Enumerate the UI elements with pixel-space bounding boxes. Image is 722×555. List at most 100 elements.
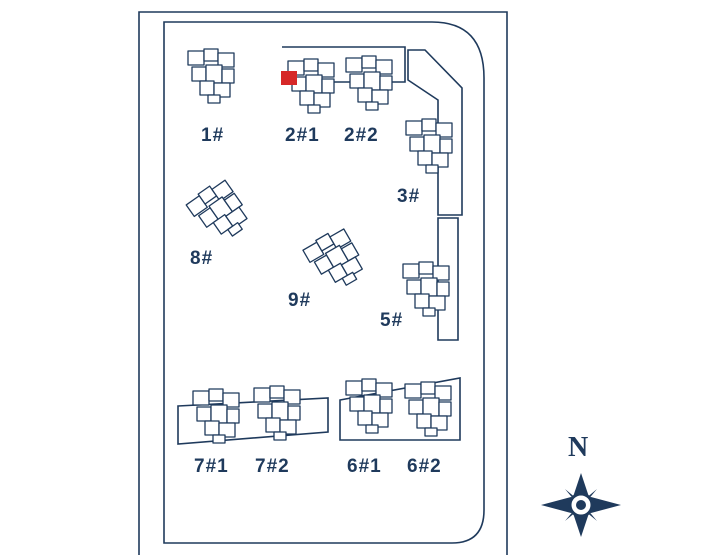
building-block xyxy=(204,420,220,436)
building-footprint[interactable] xyxy=(404,381,452,437)
building-block xyxy=(221,68,235,84)
building-block xyxy=(435,122,453,138)
building-block xyxy=(420,277,438,297)
building-label-5[interactable]: 5# xyxy=(380,310,404,331)
building-footprint[interactable] xyxy=(287,58,335,114)
building-block xyxy=(375,59,393,75)
building-block xyxy=(265,417,281,433)
building-block xyxy=(187,50,205,66)
building-block xyxy=(365,101,379,111)
building-label-2-1[interactable]: 2#1 xyxy=(285,125,320,146)
building-block xyxy=(357,410,373,426)
north-strip xyxy=(282,46,406,83)
building-footprint[interactable] xyxy=(187,48,235,104)
building-block xyxy=(222,392,240,408)
building-block xyxy=(417,150,433,166)
building-block xyxy=(428,295,446,311)
building-block xyxy=(363,394,381,414)
building-footprint[interactable] xyxy=(345,378,393,434)
building-block xyxy=(340,256,363,278)
building-block xyxy=(299,90,315,106)
building-block xyxy=(436,281,450,297)
building-block xyxy=(424,427,438,437)
building-block xyxy=(361,378,377,392)
building-block xyxy=(269,385,285,399)
building-block xyxy=(208,388,224,402)
inner-road xyxy=(163,21,485,544)
building-block xyxy=(257,403,273,419)
building-block xyxy=(191,66,207,82)
building-label-7-2[interactable]: 7#2 xyxy=(255,456,290,477)
building-block xyxy=(217,52,235,68)
building-block xyxy=(345,380,363,396)
building-block xyxy=(420,381,436,395)
building-block xyxy=(226,408,240,424)
building-block xyxy=(321,78,335,94)
building-block xyxy=(431,152,449,168)
building-footprint[interactable] xyxy=(345,55,393,111)
building-block xyxy=(273,431,287,441)
building-block xyxy=(379,398,393,414)
building-block xyxy=(196,406,212,422)
building-block xyxy=(199,80,215,96)
building-block xyxy=(430,415,448,431)
selected-unit-marker[interactable] xyxy=(281,71,297,85)
east-corridor xyxy=(407,49,463,216)
building-block xyxy=(305,74,323,94)
building-block xyxy=(218,422,236,438)
building-footprint[interactable] xyxy=(405,118,453,174)
building-block xyxy=(414,293,430,309)
building-footprint[interactable] xyxy=(192,388,240,444)
building-block xyxy=(227,221,243,237)
building-block xyxy=(303,58,319,72)
building-footprint[interactable] xyxy=(253,385,301,441)
building-block xyxy=(271,401,289,421)
building-block xyxy=(341,271,358,286)
building-label-6-2[interactable]: 6#2 xyxy=(407,456,442,477)
building-label-6-1[interactable]: 6#1 xyxy=(347,456,382,477)
building-label-2-2[interactable]: 2#2 xyxy=(344,125,379,146)
building-footprint[interactable] xyxy=(402,261,450,317)
building-block xyxy=(408,399,424,415)
building-block xyxy=(439,138,453,154)
building-block xyxy=(349,396,365,412)
building-label-8[interactable]: 8# xyxy=(190,248,214,269)
building-block xyxy=(421,118,437,132)
building-block xyxy=(307,104,321,114)
building-block xyxy=(406,279,422,295)
building-block xyxy=(349,73,365,89)
building-label-1[interactable]: 1# xyxy=(201,125,225,146)
compass-rose-icon xyxy=(541,473,621,537)
building-block xyxy=(357,87,373,103)
building-label-3[interactable]: 3# xyxy=(397,186,421,207)
building-block xyxy=(283,389,301,405)
north-label: N xyxy=(568,432,589,463)
building-block xyxy=(313,92,331,108)
building-block xyxy=(423,134,441,154)
building-block xyxy=(404,383,422,399)
building-block xyxy=(434,385,452,401)
building-block xyxy=(405,120,423,136)
building-block xyxy=(361,55,377,69)
building-label-9[interactable]: 9# xyxy=(288,290,312,311)
building-label-7-1[interactable]: 7#1 xyxy=(194,456,229,477)
building-block xyxy=(345,57,363,73)
building-block xyxy=(225,206,248,229)
building-block xyxy=(371,412,389,428)
building-block xyxy=(363,71,381,91)
building-block xyxy=(212,434,226,444)
site-boundary xyxy=(138,11,508,555)
building-footprint[interactable] xyxy=(302,225,369,295)
building-block xyxy=(365,424,379,434)
building-block xyxy=(203,48,219,62)
building-footprint[interactable] xyxy=(185,177,254,248)
building-block xyxy=(416,413,432,429)
south-strip-7 xyxy=(177,397,329,445)
building-block xyxy=(192,390,210,406)
building-block xyxy=(205,64,223,84)
building-block xyxy=(371,89,389,105)
building-block xyxy=(317,62,335,78)
building-block xyxy=(438,401,452,417)
building-block xyxy=(432,265,450,281)
